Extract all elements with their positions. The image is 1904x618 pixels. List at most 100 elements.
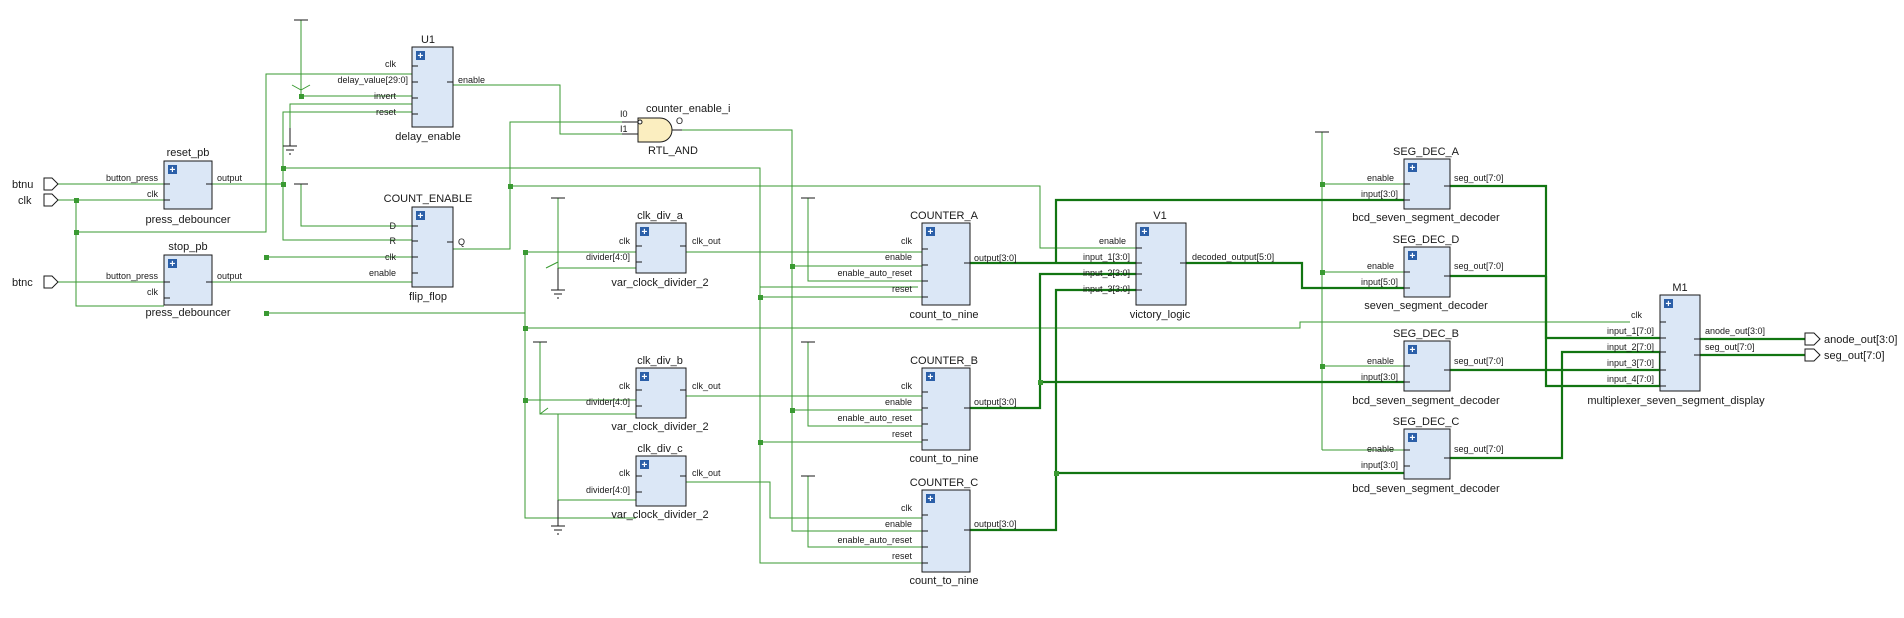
wire-auto-reset-consts — [807, 198, 922, 548]
plus-icon[interactable] — [1408, 433, 1417, 442]
bus-segdec-c-out — [1450, 350, 1660, 460]
pin-label: input[3:0] — [1361, 189, 1398, 199]
block-seg-dec-c[interactable]: SEG_DEC_C + enable input[3:0] seg_out[7:… — [1352, 416, 1503, 495]
pin-label: clk — [147, 287, 158, 297]
pin-label: clk_out — [692, 381, 721, 391]
block-counter-a[interactable]: COUNTER_A + clk enable enable_auto_reset… — [837, 210, 1016, 321]
wire-u1-reset — [289, 103, 412, 128]
wire-clk-div-a — [524, 251, 1630, 519]
bus-segdec-a-out — [1450, 184, 1660, 340]
wire-q-victory — [510, 185, 1136, 249]
pin-label: seg_out[7:0] — [1454, 261, 1504, 271]
block-instance-name: SEG_DEC_D — [1393, 234, 1460, 246]
block-clk-div-c[interactable]: clk_div_c + clk divider[4:0] clk_out var… — [586, 443, 721, 521]
pin-label: clk — [385, 252, 396, 262]
bus-a-to-segdec-a — [1054, 198, 1404, 263]
pin-label: anode_out[3:0] — [1705, 326, 1765, 336]
plus-icon[interactable] — [416, 211, 425, 220]
pin-label: delay_value[29:0] — [337, 75, 408, 85]
block-counter-c[interactable]: COUNTER_C + clk enable enable_auto_reset… — [837, 477, 1016, 587]
block-seg-dec-d[interactable]: SEG_DEC_D + enable input[5:0] seg_out[7:… — [1361, 234, 1504, 312]
plus-icon[interactable] — [1140, 227, 1149, 236]
block-module-name: victory_logic — [1130, 309, 1191, 321]
pin-label: clk_out — [692, 236, 721, 246]
plus-icon[interactable] — [926, 227, 935, 236]
block-u1[interactable]: U1 + clk delay_value[29:0] invert reset … — [337, 34, 485, 143]
block-clk-div-b[interactable]: clk_div_b + clk divider[4:0] clk_out var… — [586, 355, 721, 433]
block-body[interactable] — [1659, 294, 1701, 392]
block-body[interactable] — [1403, 158, 1451, 210]
plus-icon[interactable] — [640, 372, 649, 381]
port-arrow-icon[interactable] — [43, 177, 59, 191]
block-body[interactable] — [1135, 222, 1187, 306]
plus-icon[interactable] — [640, 460, 649, 469]
port-btnu[interactable]: btnu — [12, 177, 59, 191]
block-module-name: var_clock_divider_2 — [611, 277, 708, 289]
port-seg-out[interactable]: seg_out[7:0] — [1804, 348, 1885, 362]
plus-icon[interactable] — [1408, 251, 1417, 260]
pin-label: input_2[7:0] — [1607, 342, 1654, 352]
buses-layer — [970, 184, 1805, 532]
block-instance-name: clk_div_c — [637, 443, 683, 455]
plus-icon[interactable] — [1664, 299, 1673, 308]
block-reset-pb[interactable]: reset_pb + button_press clk output press… — [106, 147, 243, 226]
plus-icon[interactable] — [416, 51, 425, 60]
port-arrow-icon[interactable] — [43, 275, 59, 289]
block-clk-div-a[interactable]: clk_div_a + clk divider[4:0] clk_out var… — [586, 210, 721, 289]
pin-label: clk — [619, 236, 630, 246]
svg-text:+: + — [1410, 251, 1416, 262]
plus-icon[interactable] — [168, 259, 177, 268]
block-v1[interactable]: V1 + enable input_1[3:0] input_2[3:0] in… — [1083, 210, 1274, 321]
supply-symbols — [283, 19, 1329, 535]
pin-label: reset — [376, 107, 397, 117]
port-clk[interactable]: clk — [18, 193, 59, 207]
pin-label: output[3:0] — [974, 519, 1017, 529]
block-instance-name: V1 — [1153, 210, 1166, 222]
block-instance-name: SEG_DEC_C — [1393, 416, 1460, 428]
pin-label: enable — [885, 252, 912, 262]
port-anode-out[interactable]: anode_out[3:0] — [1804, 332, 1897, 346]
plus-icon[interactable] — [168, 165, 177, 174]
block-seg-dec-b[interactable]: SEG_DEC_B + enable input[3:0] seg_out[7:… — [1352, 328, 1503, 407]
block-counter-b[interactable]: COUNTER_B + clk enable enable_auto_reset… — [837, 355, 1016, 465]
block-body[interactable] — [921, 489, 971, 573]
svg-text:+: + — [928, 227, 934, 238]
port-arrow-icon[interactable] — [1804, 332, 1821, 346]
port-arrow-icon[interactable] — [1804, 348, 1821, 362]
block-body[interactable] — [921, 222, 971, 306]
port-label: clk — [18, 195, 32, 207]
and-gate-icon[interactable] — [637, 117, 673, 143]
block-module-name: delay_enable — [395, 131, 460, 143]
pin-label: reset — [892, 429, 913, 439]
plus-icon[interactable] — [640, 227, 649, 236]
svg-text:+: + — [418, 211, 424, 222]
svg-text:+: + — [1142, 227, 1148, 238]
block-body[interactable] — [411, 206, 454, 288]
block-instance-name: COUNTER_B — [910, 355, 978, 367]
pin-label: enable — [458, 75, 485, 85]
plus-icon[interactable] — [1408, 163, 1417, 172]
block-seg-dec-a[interactable]: SEG_DEC_A + enable input[3:0] seg_out[7:… — [1352, 146, 1503, 224]
block-body[interactable] — [411, 46, 454, 128]
pin-label: enable — [1367, 173, 1394, 183]
plus-icon[interactable] — [926, 494, 935, 503]
block-count-enable[interactable]: COUNT_ENABLE + D R clk enable Q flip_flo… — [369, 193, 472, 303]
junctions — [74, 94, 1325, 476]
gate-counter-enable-i[interactable]: counter_enable_i I0 I1 O RTL_AND — [620, 103, 730, 157]
plus-icon[interactable] — [926, 372, 935, 381]
pin-label: enable_auto_reset — [837, 413, 912, 423]
block-stop-pb[interactable]: stop_pb + button_press clk output press_… — [106, 241, 243, 319]
block-m1[interactable]: M1 + clk input_1[7:0] input_2[7:0] input… — [1587, 282, 1765, 407]
port-btnc[interactable]: btnc — [12, 275, 59, 289]
pin-label: clk — [147, 189, 158, 199]
pin-label: enable — [885, 519, 912, 529]
block-body[interactable] — [921, 367, 971, 451]
pin-label: input_2[3:0] — [1083, 268, 1130, 278]
pin-label: enable — [369, 268, 396, 278]
plus-icon[interactable] — [1408, 345, 1417, 354]
output-ports: anode_out[3:0] seg_out[7:0] — [1804, 332, 1897, 362]
pin-label: input_4[7:0] — [1607, 374, 1654, 384]
pin-label: enable — [885, 397, 912, 407]
wires-layer — [58, 20, 1630, 564]
port-arrow-icon[interactable] — [43, 193, 59, 207]
